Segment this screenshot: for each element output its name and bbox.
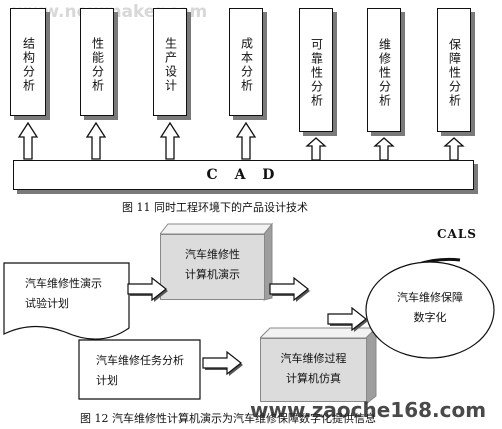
doc-task-plan: 汽车维修任务分析 计划 [78,339,202,399]
ellipse-line1: 汽车维修保障 [397,291,463,304]
figure12-caption: 图 12 汽车维修性计算机演示为汽车维修保障数字化提供信息 [80,412,376,425]
box-supportability-analysis: 保障性分析 [437,8,471,132]
ellipse-shape [365,257,495,359]
figure11-caption: 图 11 同时工程环境下的产品设计技术 [122,201,308,214]
right-arrow-icon [202,351,244,377]
doc-task-plan-shape [78,339,201,400]
box-supportability-analysis-label: 保障性分析 [447,38,462,108]
right-arrow-icon [127,277,169,303]
box-reliability-analysis-label: 可靠性分析 [309,38,324,108]
cube-simulation: 汽车维修过程 计算机仿真 [260,338,367,402]
box-production-design: 生产设计 [153,8,187,116]
doc-task-plan-line2: 计划 [96,374,118,387]
up-arrow-icon [373,137,395,161]
cube-simulation-shape [260,326,378,406]
doc-test-plan-shape [3,262,130,340]
cube-demo: 汽车维修性 计算机演示 [160,234,265,300]
up-arrow-icon [443,137,465,161]
box-structure-analysis-label: 结构分析 [21,37,36,93]
right-arrow-icon [327,307,369,333]
up-arrow-icon [160,122,180,160]
box-structure-analysis: 结构分析 [10,8,46,116]
up-arrow-icon [18,122,38,160]
box-reliability-analysis: 可靠性分析 [299,8,333,132]
box-cost-analysis: 成本分析 [229,8,263,116]
cube-demo-line1: 汽车维修性 [185,248,240,261]
up-arrows-layer [18,122,465,161]
cube-demo-shape [160,222,274,301]
doc-task-plan-line1: 汽车维修任务分析 [96,354,184,367]
box-production-design-label: 生产设计 [163,37,178,93]
ellipse-line2: 数字化 [413,311,447,324]
box-cost-analysis-label: 成本分析 [239,37,254,93]
cals-label: CALS [437,227,477,241]
ellipse-support-digitization: 汽车维修保障 数字化 [370,288,490,328]
cube-simulation-line2: 计算机仿真 [286,372,341,385]
doc-test-plan-line1: 汽车维修性演示 [25,277,102,290]
watermark-bottom: www.zaoche168.com [250,398,487,422]
box-performance-analysis-label: 性能分析 [90,37,105,93]
up-arrow-icon [305,137,327,161]
up-arrow-icon [86,122,106,160]
cad-bar: C A D [13,160,474,190]
right-arrow-icon [269,277,311,303]
cube-simulation-line1: 汽车维修过程 [280,352,347,365]
box-performance-analysis: 性能分析 [80,8,114,116]
box-maintainability-analysis-label: 维修性分析 [377,38,392,108]
box-maintainability-analysis: 维修性分析 [367,8,401,132]
doc-test-plan: 汽车维修性演示 试验计划 [3,262,131,332]
cad-bar-label: C A D [206,167,281,183]
doc-test-plan-line2: 试验计划 [25,297,69,310]
right-arrows-layer [127,277,369,377]
up-arrow-icon [236,122,256,160]
cube-demo-line2: 计算机演示 [185,268,240,281]
